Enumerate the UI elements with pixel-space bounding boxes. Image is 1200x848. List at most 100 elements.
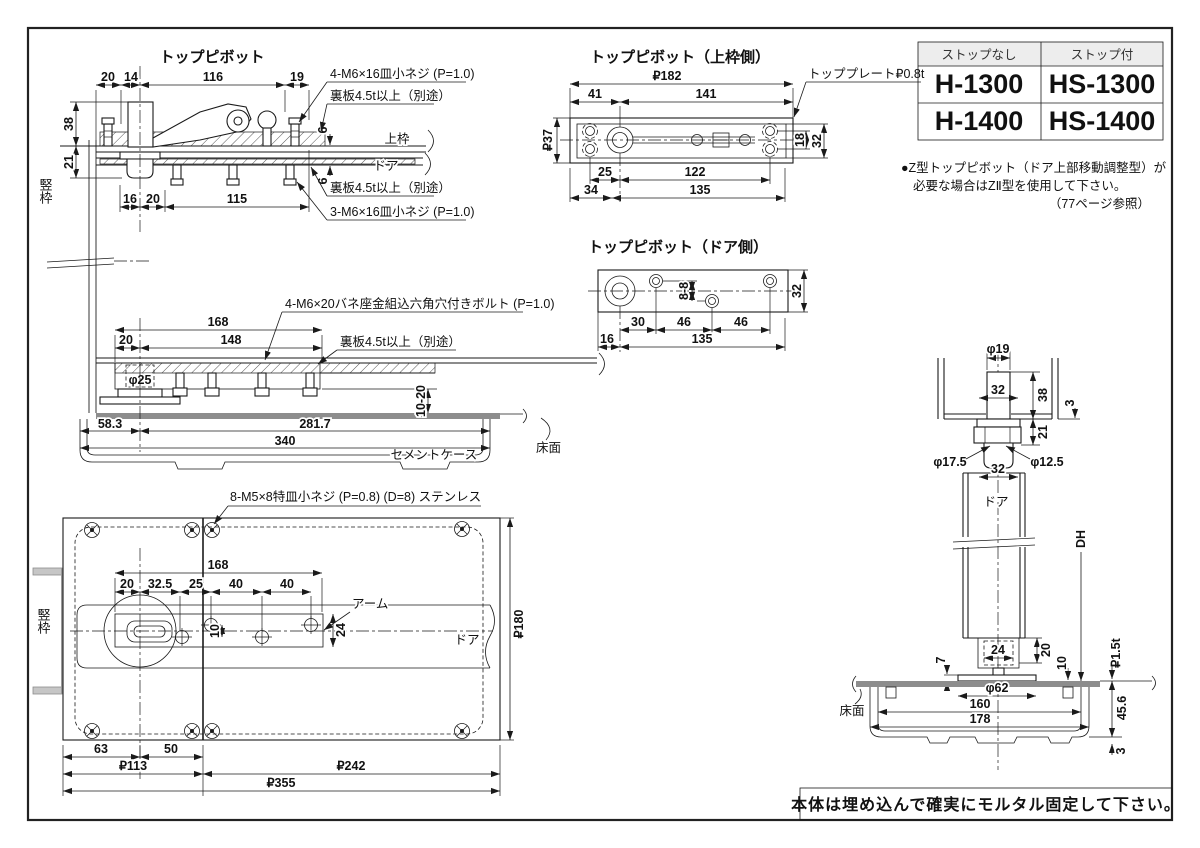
svg-text:30: 30 [631, 315, 645, 329]
svg-text:₽182: ₽182 [653, 69, 682, 83]
plate-screws [84, 521, 470, 739]
svg-text:116: 116 [203, 70, 223, 84]
anchor-tab [885, 686, 897, 699]
svg-text:φ62: φ62 [986, 681, 1009, 695]
svg-text:7: 7 [934, 656, 948, 663]
break-squiggle [424, 152, 431, 176]
dimension-bottom: 30 46 46 16 135 [597, 288, 786, 352]
svg-text:135: 135 [690, 183, 711, 197]
dimension-arm: 168 20 32.5 25 40 40 10 24 [114, 556, 350, 647]
svg-text:6: 6 [316, 126, 330, 133]
svg-text:38: 38 [1036, 388, 1050, 402]
svg-text:16: 16 [123, 192, 137, 206]
svg-text:₽37: ₽37 [541, 129, 555, 151]
floor-leader [540, 417, 551, 441]
svg-text:φ19: φ19 [987, 342, 1010, 356]
backplate-callout: 裏板4.5t以上（別途） [330, 180, 451, 195]
svg-text:122: 122 [685, 165, 706, 179]
svg-text:32.5: 32.5 [148, 577, 172, 591]
floor-hinge-section-view: φ25 セメントケース 168 20 148 [79, 294, 605, 470]
frame-screws [101, 117, 302, 147]
svg-text:20: 20 [120, 577, 134, 591]
svg-text:50: 50 [164, 742, 178, 756]
svg-text:18: 18 [793, 133, 807, 147]
wall-break-symbol [46, 257, 150, 269]
dimension-plan-bottom: 63 50 ₽113 ₽242 ₽355 [62, 740, 501, 796]
floor-break [522, 408, 527, 424]
svg-text:φ12.5: φ12.5 [1030, 455, 1063, 469]
dimension-case: φ62 160 178 [870, 679, 1089, 731]
pivot-socket [983, 442, 1014, 469]
svg-text:21: 21 [62, 155, 76, 169]
top-pivot-door-side-view: トップピボット（ドア側） 8-8 32 3 [588, 238, 808, 352]
frame-label: 上枠 [384, 132, 410, 146]
svg-text:340: 340 [275, 434, 296, 448]
svg-text:₽113: ₽113 [119, 759, 147, 773]
svg-text:168: 168 [208, 558, 229, 572]
floor-slab [856, 681, 1100, 687]
floor-break [1151, 675, 1156, 691]
hidden-case-outline [74, 526, 484, 735]
cement-case-label: セメントケース [391, 448, 478, 462]
top-pivot-frame-side-view: トップピボット（上枠側） ₽182 41 141 [539, 48, 927, 202]
floor-break [852, 675, 857, 693]
dimension-bottom: 25 122 34 135 [569, 153, 786, 202]
anchor-tab [1062, 686, 1074, 699]
view-title: トップピボット [159, 49, 264, 66]
pivot-insert [126, 158, 154, 179]
vertical-section-view: ドア φ19 32 38 3 21 φ17.5 φ12.5 32 [838, 340, 1156, 770]
svg-text:14: 14 [124, 70, 138, 84]
model-h1400: H-1400 [935, 106, 1024, 136]
svg-text:168: 168 [208, 315, 229, 329]
svg-text:115: 115 [227, 192, 247, 206]
break-squiggle [598, 352, 605, 376]
cement-case-outline [869, 687, 1090, 744]
svg-text:58.3: 58.3 [98, 417, 122, 431]
door-label: ドア [983, 495, 1008, 509]
arm-label: アーム [352, 597, 388, 611]
svg-text:281.7: 281.7 [299, 417, 330, 431]
adjust-nut [973, 426, 1022, 444]
screw-callout: 8-M5×8特皿小ネジ (P=0.8) (D=8) ステンレス [230, 489, 481, 504]
svg-text:₽180: ₽180 [512, 610, 526, 639]
floor-plate [62, 517, 501, 741]
note-line3: （77ページ参照） [1049, 196, 1150, 211]
screw-callout: 4-M6×16皿小ネジ (P=1.0) [330, 67, 475, 81]
top-plate-callout: トッププレート₽0.8t [808, 67, 925, 81]
svg-text:₽355: ₽355 [267, 776, 296, 790]
svg-text:8-8: 8-8 [677, 282, 691, 300]
svg-text:3: 3 [1063, 399, 1077, 406]
cement-case-outline [79, 419, 491, 470]
svg-text:32: 32 [991, 462, 1005, 476]
wall-label: 竪枠 [38, 178, 53, 204]
top-plate [569, 117, 794, 164]
note-line2: 必要な場合はZⅡ型を使用して下さい。 [913, 178, 1126, 193]
svg-text:63: 63 [94, 742, 108, 756]
dimension-socket: φ17.5 φ12.5 32 [932, 445, 1065, 481]
svg-text:141: 141 [696, 87, 717, 101]
svg-text:DH: DH [1074, 530, 1088, 548]
bolt-callout: 4-M6×20バネ座金組込六角穴付きボルト (P=1.0) [285, 296, 555, 311]
svg-text:40: 40 [229, 577, 243, 591]
dimension-case: 58.3 281.7 340 [80, 415, 490, 452]
svg-text:10-20: 10-20 [414, 385, 428, 417]
svg-text:46: 46 [734, 315, 748, 329]
svg-text:19: 19 [290, 70, 304, 84]
col-header-with-stop: ストップ付 [1071, 48, 1134, 62]
svg-text:38: 38 [62, 117, 76, 131]
svg-text:24: 24 [991, 643, 1005, 657]
svg-text:20: 20 [1039, 643, 1053, 657]
footer-note: 本体は埋め込んで確実にモルタル固定して下さい。 [791, 787, 1180, 821]
wall-label: 竪枠 [36, 608, 51, 634]
svg-text:₽1.5t: ₽1.5t [1109, 637, 1123, 667]
door-plan [76, 604, 490, 669]
dimension-shaft: φ19 32 38 3 21 [979, 340, 1080, 446]
svg-text:135: 135 [692, 332, 713, 346]
floor-label: 床面 [536, 441, 561, 455]
svg-text:10: 10 [1055, 656, 1069, 670]
model-hs1400: HS-1400 [1049, 106, 1156, 136]
svg-text:40: 40 [280, 577, 294, 591]
shaft-flange [976, 418, 1021, 428]
floor-slab [96, 413, 500, 419]
model-h1300: H-1300 [935, 69, 1024, 99]
